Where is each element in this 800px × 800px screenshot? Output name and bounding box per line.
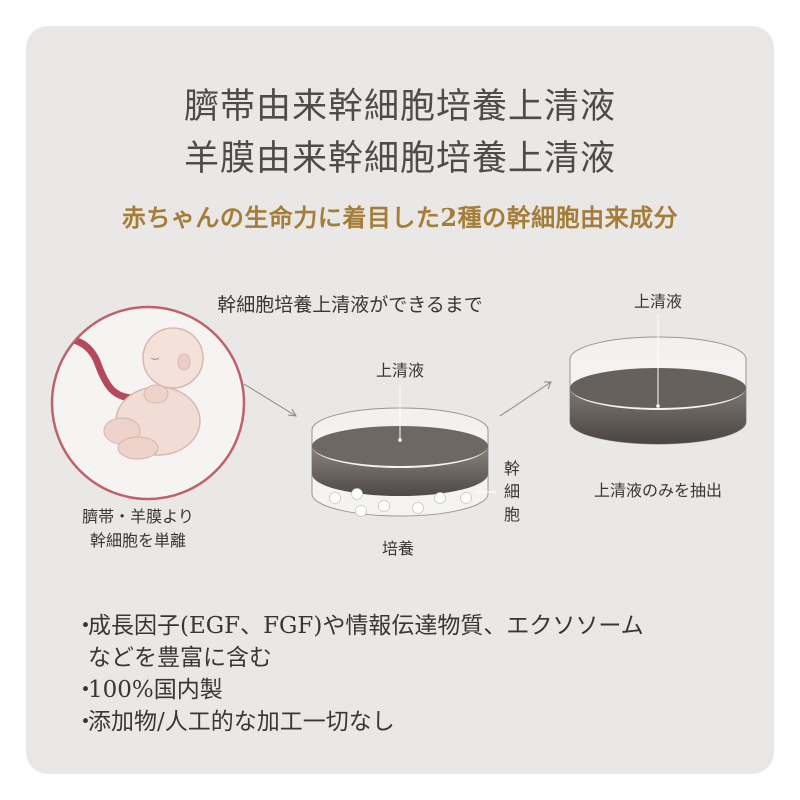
title-line-1: 臍帯由来幹細胞培養上清液 [183, 87, 616, 127]
embryo-illustration-icon [50, 305, 246, 501]
arrow-right-icon [243, 383, 297, 417]
step2-cells-label-3: 胞 [504, 505, 520, 524]
diagram-heading: 幹細胞培養上清液ができるまで [217, 294, 483, 316]
step3-caption: 上清液のみを抽出 [594, 481, 722, 500]
list-item: ・ 100%国内製 [74, 674, 754, 706]
feature-list: ・ 成長因子(EGF、FGF)や情報伝達物質、エクソソーム などを豊富に含む ・… [74, 610, 754, 738]
step1-caption-line2: 幹細胞を単離 [90, 531, 186, 550]
step2-caption: 培養 [382, 539, 414, 558]
bullet-dot: ・ [74, 677, 97, 703]
step2-supernatant-label: 上清液 [376, 361, 424, 380]
arrow-right-icon [499, 381, 552, 417]
process-diagram: 幹細胞培養上清液ができるまで 臍帯 [50, 292, 747, 558]
subtitle: 赤ちゃんの生命力に着目した2種の幹細胞由来成分 [121, 203, 679, 232]
step2-cells-label-1: 幹 [504, 459, 520, 478]
list-item-text-line1: 100%国内製 [88, 677, 223, 703]
bullet-dot: ・ [74, 613, 97, 639]
list-item: ・ 成長因子(EGF、FGF)や情報伝達物質、エクソソーム などを豊富に含む [74, 610, 754, 674]
list-item-text-line1: 添加物/人工的な加工一切なし [88, 709, 395, 735]
info-card: 臍帯由来幹細胞培養上清液 羊膜由来幹細胞培養上清液 赤ちゃんの生命力に着目した2… [26, 26, 774, 774]
step1-caption-line1: 臍帯・羊膜より [82, 507, 194, 526]
list-item: ・ 添加物/人工的な加工一切なし [74, 706, 754, 738]
step3-supernatant-label: 上清液 [634, 292, 682, 311]
list-item-text-line2: などを豊富に含む [88, 645, 272, 671]
bullet-dot: ・ [74, 709, 97, 735]
culture-dish-icon [311, 386, 496, 517]
list-item-text-line1: 成長因子(EGF、FGF)や情報伝達物質、エクソソーム [88, 613, 644, 639]
step2-cells-label-2: 細 [504, 482, 520, 501]
extracted-supernatant-dish-icon [569, 314, 747, 445]
title-line-2: 羊膜由来幹細胞培養上清液 [183, 139, 616, 179]
